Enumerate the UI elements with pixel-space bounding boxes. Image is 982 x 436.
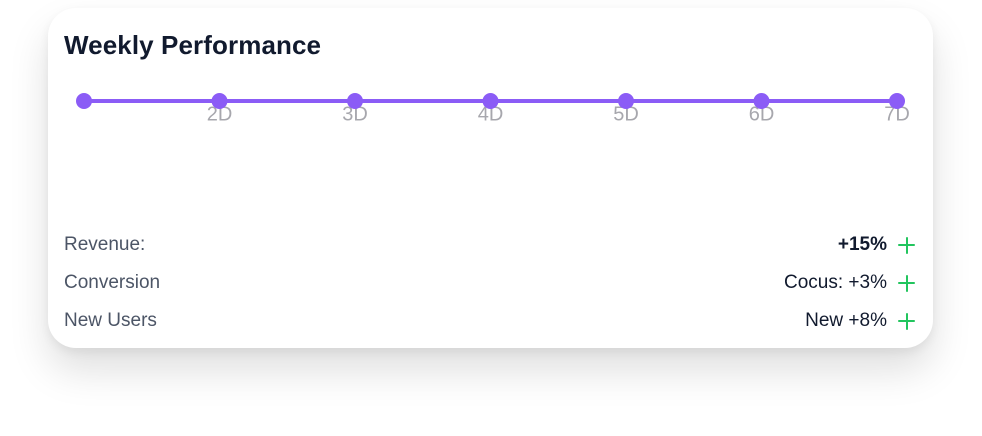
- card-title: Weekly Performance: [64, 30, 322, 60]
- metric-label: Revenue:: [64, 234, 146, 255]
- metric-row-new-users: New Users New +8%: [64, 302, 915, 340]
- metric-row-conversion: Conversion Cocus: +3%: [64, 264, 915, 302]
- metric-label: Conversion: [64, 272, 161, 293]
- metric-row-revenue: Revenue: +15%: [64, 226, 915, 264]
- metric-label: New Users: [64, 310, 157, 331]
- x-tick-label: 5D: [613, 103, 639, 125]
- data-point[interactable]: [618, 93, 634, 109]
- data-point[interactable]: [753, 93, 770, 109]
- x-tick-label: 3D: [342, 103, 368, 125]
- data-point[interactable]: [211, 93, 228, 109]
- metric-value: New +8%: [805, 310, 887, 331]
- performance-card: Weekly Performance 2D 3D 4D 5D 6D 7D Revenue:…: [48, 8, 933, 348]
- x-tick-label: 7D: [884, 103, 910, 125]
- x-tick-label: 6D: [749, 103, 775, 125]
- plus-icon: [898, 312, 915, 330]
- weekly-line-chart: 2D 3D 4D 5D 6D 7D: [76, 93, 910, 125]
- metric-value: +15%: [837, 234, 887, 255]
- x-tick-label: 2D: [207, 103, 233, 125]
- x-tick-label: 4D: [478, 103, 504, 125]
- data-point[interactable]: [482, 93, 499, 109]
- metrics-list: Revenue: +15% Conversion Cocus: +3% New …: [64, 226, 915, 340]
- data-point[interactable]: [76, 93, 92, 109]
- data-point[interactable]: [347, 93, 363, 109]
- plus-icon: [898, 236, 915, 254]
- data-point[interactable]: [889, 93, 905, 109]
- metric-value: Cocus: +3%: [784, 272, 887, 293]
- plus-icon: [898, 274, 915, 292]
